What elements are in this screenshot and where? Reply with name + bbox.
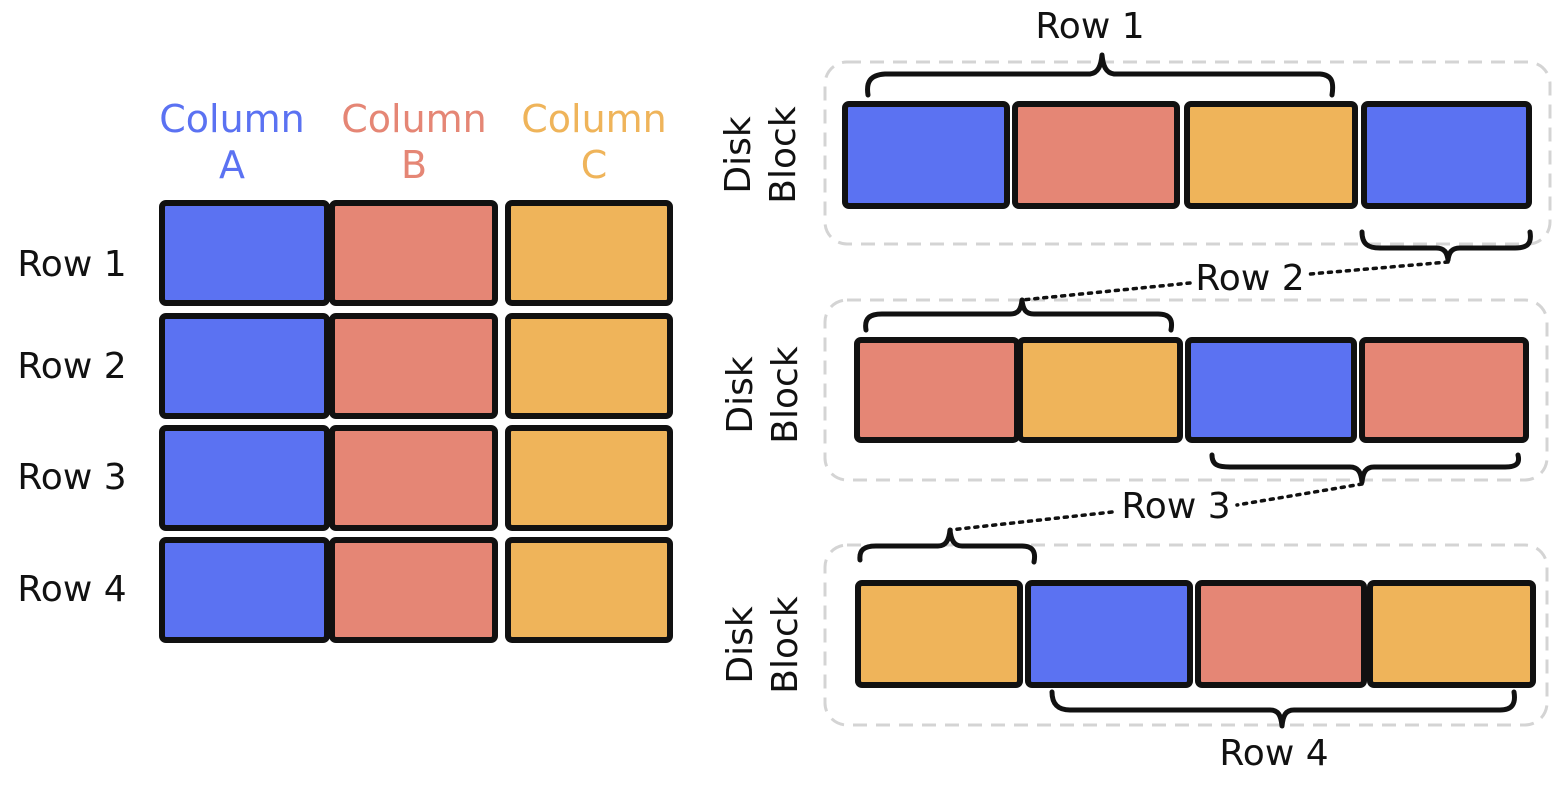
disk-block-1-cell-4: [1361, 101, 1532, 209]
table-cells: [159, 200, 673, 643]
disk-block-3-label-disk: Disk: [720, 606, 761, 683]
disk-row-3-label: Row 3: [1121, 486, 1230, 527]
row-4-label: Row 4: [17, 569, 126, 610]
disk-row-4-label: Row 4: [1219, 733, 1328, 774]
column-b-header: Column: [341, 97, 487, 141]
row-4-brace: [1049, 689, 1517, 729]
disk-block-3-border: [823, 543, 1549, 727]
row-1-brace: [865, 52, 1336, 98]
column-a-letter: A: [219, 143, 245, 187]
table-cell-row4-colA: [159, 537, 330, 643]
disk-block-1-label-disk: Disk: [718, 116, 759, 193]
disk-block-2-cell-1: [854, 337, 1020, 443]
table-cell-row2-colC: [505, 313, 673, 419]
table-cell-row2-colA: [159, 313, 330, 419]
disk-block-2-cell-4: [1359, 337, 1529, 443]
row-2-brace-start: [863, 297, 1175, 333]
disk-block-1-cells: [842, 101, 1532, 209]
logical-table: Column A Column B Column C Row 1 Row 2 R…: [17, 97, 673, 643]
disk-layout: Disk Block Disk Block Disk Block: [718, 6, 1552, 774]
row-2-connector-left: [1020, 281, 1192, 302]
row-2-label: Row 2: [17, 346, 126, 387]
table-cell-row1-colB: [329, 200, 498, 306]
row-3-brace-end: [1209, 452, 1522, 485]
column-c-letter: C: [581, 143, 608, 187]
table-cell-row3-colA: [159, 425, 330, 531]
disk-block-2-border: [823, 298, 1549, 482]
disk-block-3-cell-2: [1025, 580, 1193, 688]
row-1-label: Row 1: [17, 244, 126, 285]
disk-block-2-label-disk: Disk: [720, 356, 761, 433]
row-3-connector-right: [1235, 482, 1364, 507]
disk-block-1-cell-3: [1184, 101, 1358, 209]
row-2-brace-end: [1359, 229, 1533, 263]
disk-row-1-label: Row 1: [1035, 6, 1144, 47]
disk-row-2-label: Row 2: [1195, 258, 1304, 299]
table-cell-row3-colC: [505, 425, 673, 531]
disk-block-3-cell-1: [855, 580, 1023, 688]
disk-block-2-cells: [854, 337, 1529, 443]
disk-block-1-label-block: Block: [763, 106, 804, 204]
row-2-connector-right: [1308, 260, 1450, 276]
disk-block-1-border: [823, 60, 1552, 246]
disk-block-2-cell-3: [1185, 337, 1357, 443]
disk-block-3-cells: [855, 580, 1536, 688]
disk-block-3-label-block: Block: [765, 596, 806, 694]
table-cell-row3-colB: [329, 425, 498, 531]
row-3-connector-left: [948, 510, 1114, 532]
table-cell-row1-colA: [159, 200, 330, 306]
disk-block-3-cell-4: [1367, 580, 1536, 688]
column-c-header: Column: [521, 97, 667, 141]
column-a-header: Column: [159, 97, 305, 141]
table-cell-row4-colC: [505, 537, 673, 643]
column-b-letter: B: [401, 143, 427, 187]
disk-block-2-label-block: Block: [765, 346, 806, 444]
table-cell-row4-colB: [329, 537, 498, 643]
disk-block-3-cell-3: [1195, 580, 1367, 688]
table-cell-row1-colC: [505, 200, 673, 306]
table-cell-row2-colB: [329, 313, 498, 419]
disk-block-1-cell-1: [842, 101, 1010, 209]
disk-block-2-cell-2: [1017, 337, 1183, 443]
row-3-label: Row 3: [17, 457, 126, 498]
disk-block-1-cell-2: [1012, 101, 1180, 209]
